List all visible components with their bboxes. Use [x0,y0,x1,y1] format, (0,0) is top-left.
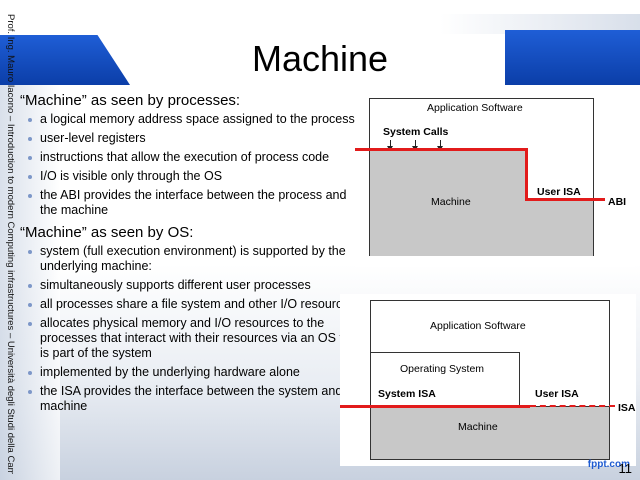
syscall-arrow-icon [412,140,418,151]
bullet-item: system (full execution environment) is s… [28,244,365,274]
decor-band-right [505,30,640,85]
bullet-list-os: system (full execution environment) is s… [20,244,365,414]
os-label: Operating System [400,363,485,375]
isa-interface-line-dashed [530,405,615,407]
decor-band [440,14,640,34]
user-isa-label: User ISA [535,388,579,400]
abi-interface-line-vertical [525,148,528,201]
abi-label: ABI [608,196,627,208]
isa-label: ISA [618,402,636,414]
isa-diagram: Application Software Operating System Sy… [340,294,636,466]
bullet-item: user-level registers [28,131,365,146]
bullet-item: a logical memory address space assigned … [28,112,365,127]
system-calls-label: System Calls [383,126,449,138]
bullet-item: the ISA provides the interface between t… [28,384,365,414]
abi-interface-line [355,148,528,151]
bullet-item: simultaneously supports different user p… [28,278,365,293]
abi-interface-line-lower [525,198,605,201]
decor-gradient-left [0,85,60,480]
machine-label: Machine [458,421,498,433]
footer-logo: fppt.com [587,459,630,470]
user-isa-label: User ISA [537,186,581,198]
section-heading-os: “Machine” as seen by OS: [20,224,194,241]
system-isa-label: System ISA [378,388,436,400]
isa-interface-line [340,405,530,408]
bullet-item: implemented by the underlying hardware a… [28,365,365,380]
bullet-item: all processes share a file system and ot… [28,297,365,312]
machine-box-lower [526,200,594,256]
bullet-list-processes: a logical memory address space assigned … [20,112,365,218]
bullet-content: “Machine” as seen by processes: a logica… [20,92,365,420]
bullet-item: the ABI provides the interface between t… [28,188,365,218]
app-software-label: Application Software [427,102,523,114]
bullet-item: allocates physical memory and I/O resour… [28,316,365,361]
bullet-item: I/O is visible only through the OS [28,169,365,184]
syscall-arrow-icon [387,140,393,151]
machine-box [370,406,610,460]
slide-title: Machine [251,38,389,79]
app-software-label: Application Software [430,320,526,332]
section-heading-processes: “Machine” as seen by processes: [20,92,241,109]
bullet-item: instructions that allow the execution of… [28,150,365,165]
vertical-author-text: Prof. Ing. Mauro Iacono – Introduction t… [5,14,16,474]
machine-label: Machine [431,196,471,208]
page-number: 11 [618,461,633,476]
syscall-arrow-icon [437,140,443,151]
abi-diagram: Application Software System Calls Machin… [355,92,635,267]
